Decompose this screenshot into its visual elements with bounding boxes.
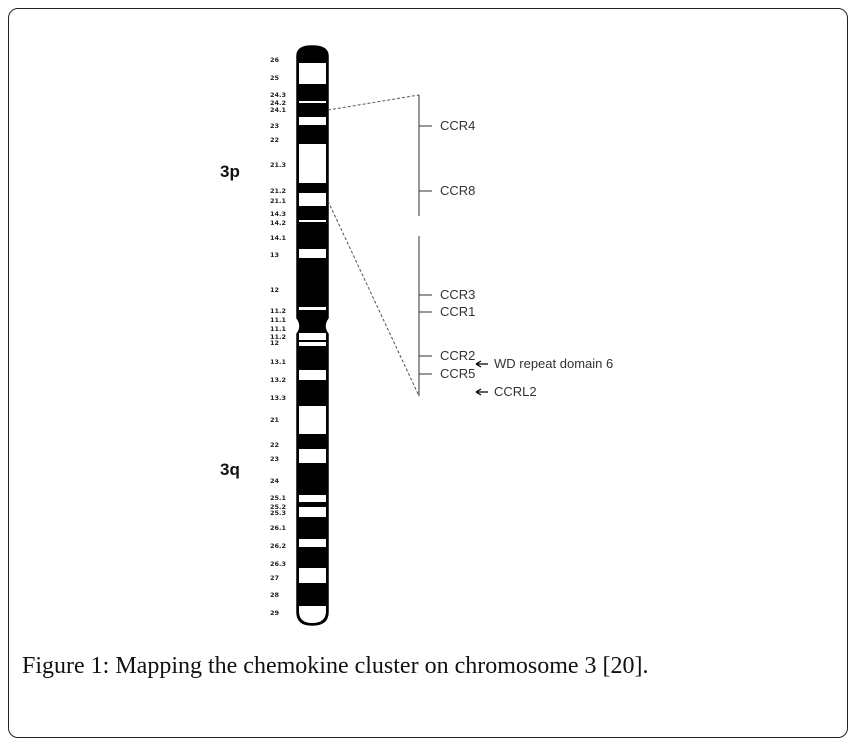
band-label: 13.2: [270, 376, 286, 384]
band-label: 25.3: [270, 509, 286, 517]
band-label: 29: [270, 609, 280, 617]
gene-label: CCR2: [440, 348, 475, 363]
arrow-left-icon: [475, 360, 488, 368]
band-label: 22: [270, 136, 279, 144]
band-label: 25.1: [270, 494, 287, 502]
band-label: 13.1: [270, 358, 287, 366]
chromosome-band-light: [299, 495, 326, 502]
chromosome-band-light: [299, 568, 326, 583]
figure-caption: Figure 1: Mapping the chemokine cluster …: [22, 653, 649, 680]
band-label: 24.3: [270, 91, 286, 99]
chromosome-band-light: [299, 220, 326, 222]
chromosome-band-light: [299, 342, 326, 346]
chromosome-band-light: [299, 507, 326, 517]
chromosome-band-light: [299, 307, 326, 310]
chromosome-3: [296, 45, 329, 626]
gene-label: CCR1: [440, 304, 475, 319]
band-label: 23: [270, 455, 279, 463]
band-label: 14.2: [270, 219, 286, 227]
arm-label-q: 3q: [220, 460, 240, 479]
chromosome-band-light: [299, 249, 326, 258]
gene-label: CCR4: [440, 118, 475, 133]
band-label: 11.2: [270, 307, 286, 315]
chromosome-band-light: [299, 117, 326, 125]
zoom-line-top: [327, 94, 420, 111]
band-label: 25.2: [270, 503, 286, 511]
arrow-left-icon: [475, 388, 488, 396]
caption-text: Mapping the chemokine cluster on chromos…: [109, 653, 649, 679]
band-label: 11.1: [270, 325, 287, 333]
band-label: 11.2: [270, 333, 286, 341]
band-label: 25: [270, 74, 280, 82]
band-label: 13.3: [270, 394, 286, 402]
band-label: 14.3: [270, 210, 286, 218]
annotation-label: CCRL2: [494, 384, 537, 399]
zoom-line-bottom: [327, 200, 420, 397]
chromosome-band-light: [299, 406, 326, 434]
band-label: 22: [270, 441, 279, 449]
gene-label: CCR5: [440, 366, 475, 381]
band-label: 24: [270, 477, 280, 485]
chromosome-band-light: [299, 63, 326, 84]
band-label: 26.1: [270, 524, 287, 532]
band-label: 27: [270, 574, 279, 582]
chromosome-band-light: [299, 193, 326, 206]
band-label: 23: [270, 122, 279, 130]
chromosome-band-light: [299, 370, 326, 380]
band-label: 24.1: [270, 106, 287, 114]
band-label: 13: [270, 251, 279, 259]
band-label: 21.2: [270, 187, 286, 195]
chromosome-band-light: [299, 539, 326, 547]
arm-label-p: 3p: [220, 162, 240, 181]
chromosome-band-light: [299, 449, 326, 463]
chromosome-band-light: [299, 606, 326, 623]
band-label: 12: [270, 286, 279, 294]
annotation-label: WD repeat domain 6: [494, 356, 613, 371]
chromosome-band-light: [299, 333, 326, 340]
band-label: 28: [270, 591, 280, 599]
band-label: 21.1: [270, 197, 287, 205]
band-label: 11.1: [270, 316, 287, 324]
band-label: 12: [270, 339, 279, 347]
band-label: 26: [270, 56, 280, 64]
band-label: 26.3: [270, 560, 286, 568]
gene-label: CCR8: [440, 183, 475, 198]
figure-frame: [8, 8, 848, 738]
band-label: 24.2: [270, 99, 286, 107]
gene-label: CCR3: [440, 287, 475, 302]
chromosome-band-light: [299, 144, 326, 183]
chromosome-band-light: [299, 101, 326, 103]
caption-label: Figure 1:: [22, 653, 110, 679]
band-label: 14.1: [270, 234, 287, 242]
band-label: 26.2: [270, 542, 286, 550]
band-label: 21.3: [270, 161, 286, 169]
band-label: 21: [270, 416, 280, 424]
